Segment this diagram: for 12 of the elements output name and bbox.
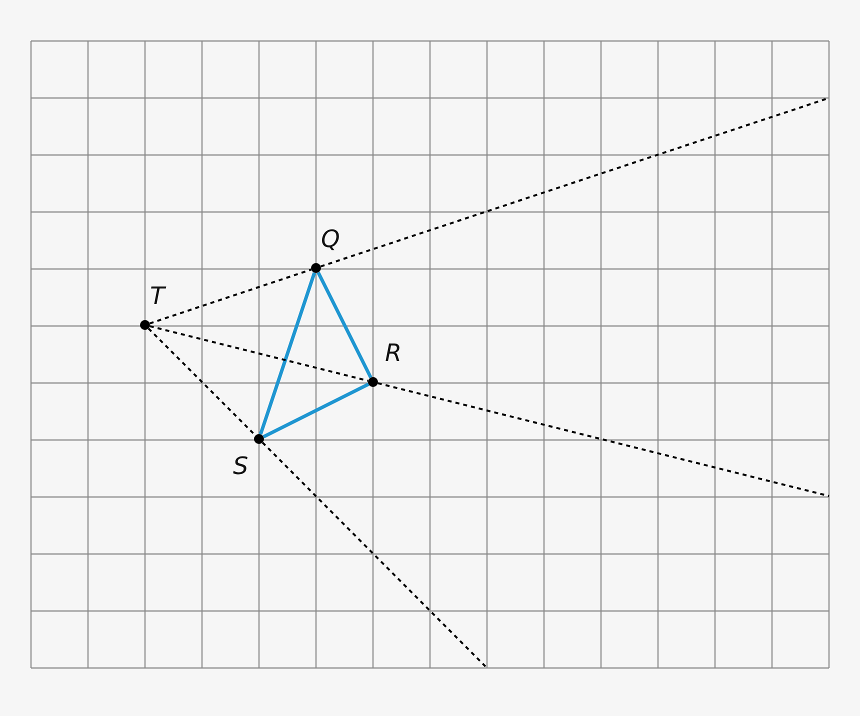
triangle-side [316, 272, 372, 378]
dashed-ray [150, 325, 368, 382]
dashed-ray [262, 442, 488, 669]
triangle-side [262, 382, 370, 438]
point-label: R [385, 338, 402, 368]
point-label: T [150, 281, 165, 311]
dashed-ray [148, 328, 256, 436]
dashed-ray [149, 268, 312, 324]
triangle-side [258, 272, 316, 435]
point-label: Q [321, 224, 340, 254]
dashed-ray [378, 382, 830, 497]
point-label: S [233, 451, 248, 481]
